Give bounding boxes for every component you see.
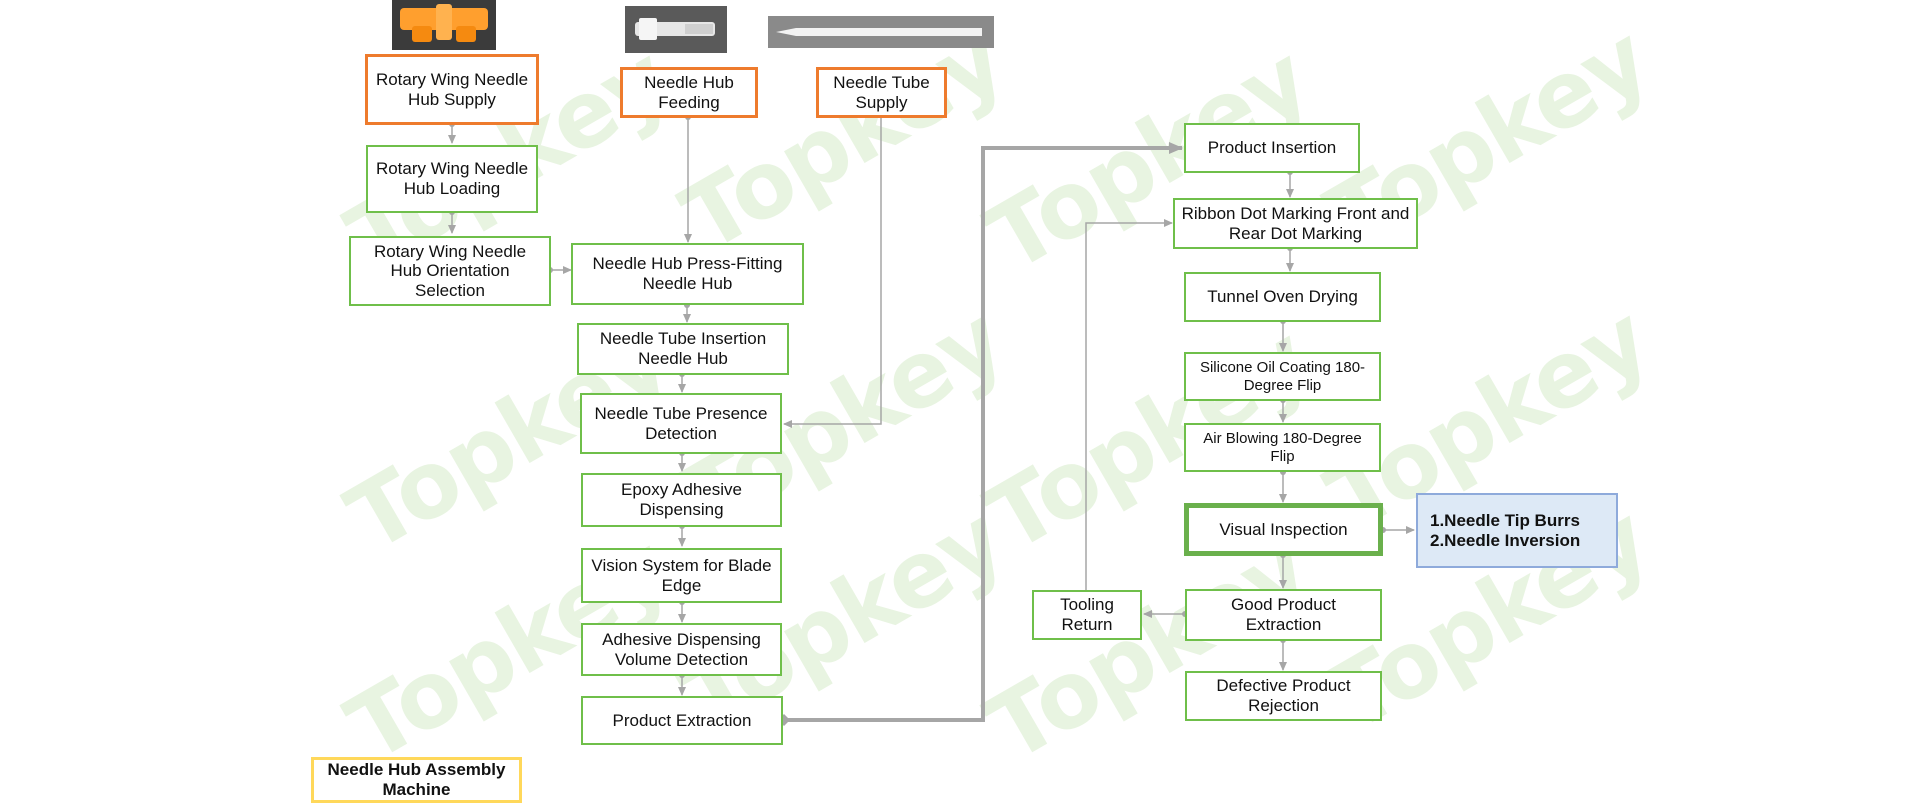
needle-tube-insertion-step: Needle Tube Insertion Needle Hub <box>577 323 789 375</box>
needle-hub-feeding-step: Needle Hub Feeding <box>620 67 758 118</box>
needle-tube-photo <box>768 16 994 48</box>
good-product-extraction-step: Good Product Extraction <box>1185 589 1382 641</box>
silicone-oil-coating-step: Silicone Oil Coating 180-Degree Flip <box>1184 352 1381 401</box>
product-insertion-step: Product Insertion <box>1184 123 1360 173</box>
inspection-item: 2.Needle Inversion <box>1430 530 1581 550</box>
vision-system-blade-edge-step: Vision System for Blade Edge <box>581 548 782 603</box>
tooling-return-step: Tooling Return <box>1032 590 1142 640</box>
needle-tube-supply-step: Needle Tube Supply <box>816 67 947 118</box>
product-extraction-step: Product Extraction <box>581 696 783 745</box>
adhesive-volume-detection-step: Adhesive Dispensing Volume Detection <box>581 623 782 676</box>
machine-label: Needle Hub Assembly Machine <box>311 757 522 803</box>
needle-hub-photo <box>625 6 727 53</box>
needle-tube-presence-step: Needle Tube Presence Detection <box>580 393 782 454</box>
visual-inspection-step: Visual Inspection <box>1184 503 1383 556</box>
rotary-wing-hub-orientation-step: Rotary Wing Needle Hub Orientation Selec… <box>349 236 551 306</box>
epoxy-adhesive-dispensing-step: Epoxy Adhesive Dispensing <box>581 473 782 527</box>
rotary-wing-hub-supply-step: Rotary Wing Needle Hub Supply <box>365 54 539 125</box>
air-blowing-step: Air Blowing 180-Degree Flip <box>1184 423 1381 472</box>
transfer-arrow <box>784 142 1183 722</box>
needle-hub-press-fitting-step: Needle Hub Press-Fitting Needle Hub <box>571 243 804 305</box>
connector-arrow <box>1085 219 1173 590</box>
defective-product-rejection-step: Defective Product Rejection <box>1185 671 1382 721</box>
connector-arrow <box>783 117 882 428</box>
rotary-wing-hub-photo <box>392 0 496 50</box>
tunnel-oven-drying-step: Tunnel Oven Drying <box>1184 272 1381 322</box>
inspection-items-callout: 1.Needle Tip Burrs 2.Needle Inversion <box>1416 493 1618 568</box>
rotary-wing-hub-loading-step: Rotary Wing Needle Hub Loading <box>366 145 538 213</box>
inspection-item: 1.Needle Tip Burrs <box>1430 510 1580 530</box>
ribbon-dot-marking-step: Ribbon Dot Marking Front and Rear Dot Ma… <box>1173 198 1418 249</box>
